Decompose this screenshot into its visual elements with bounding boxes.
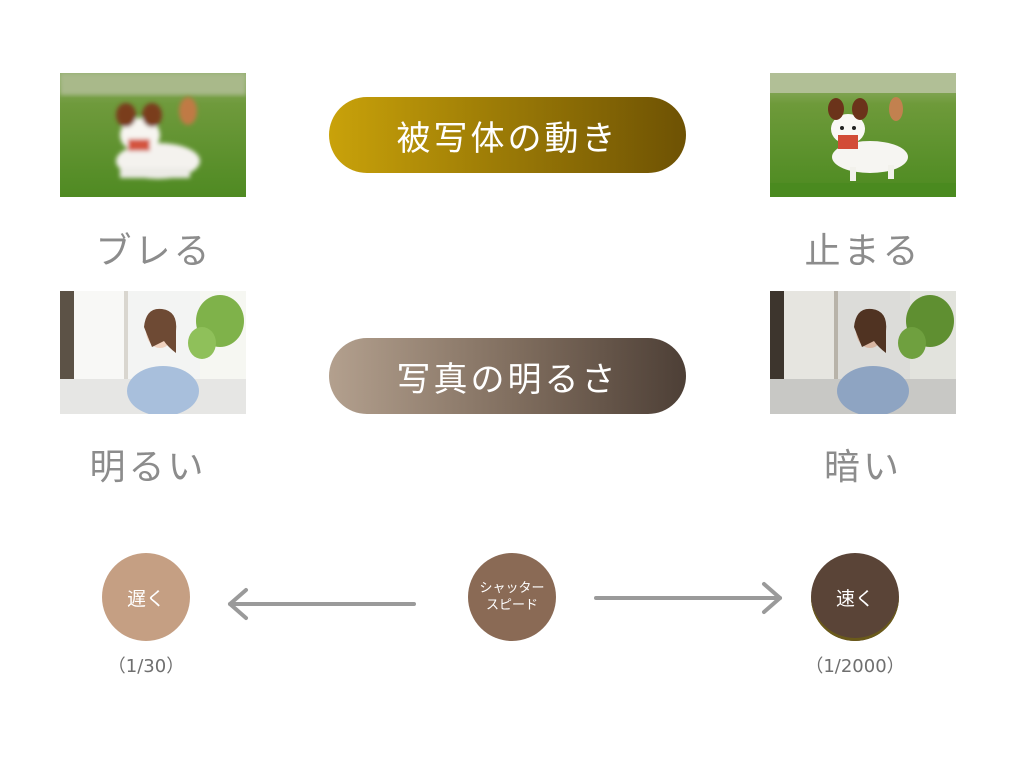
shutter-speed-line1: シャッター <box>479 581 545 596</box>
dog-photo-blurred <box>60 73 246 197</box>
woman-photo-bright <box>60 291 246 414</box>
slow-label: 遅く <box>126 587 165 610</box>
shutter-speed-circle: シャッター スピード <box>468 553 556 641</box>
fast-shutter-value: （1/2000） <box>805 656 905 677</box>
arrow-right-icon <box>594 582 782 614</box>
fast-label: 速く <box>835 587 874 610</box>
slow-circle: 遅く <box>102 553 190 641</box>
dog-photo-sharp <box>770 73 956 197</box>
shutter-speed-line2: スピード <box>485 598 538 613</box>
bright-caption: 明るい <box>89 447 207 488</box>
woman-photo-dark <box>770 291 956 414</box>
arrow-left-icon <box>228 588 416 620</box>
subject-motion-pill: 被写体の動き <box>329 97 686 173</box>
dark-caption: 暗い <box>823 447 902 488</box>
photo-brightness-label: 写真の明るさ <box>396 359 619 400</box>
slow-shutter-value: （1/30） <box>107 656 185 677</box>
freeze-caption: 止まる <box>804 231 922 272</box>
subject-motion-label: 被写体の動き <box>396 118 619 159</box>
blur-caption: ブレる <box>95 231 213 272</box>
photo-brightness-pill: 写真の明るさ <box>329 338 686 414</box>
fast-circle: 速く <box>811 553 899 641</box>
